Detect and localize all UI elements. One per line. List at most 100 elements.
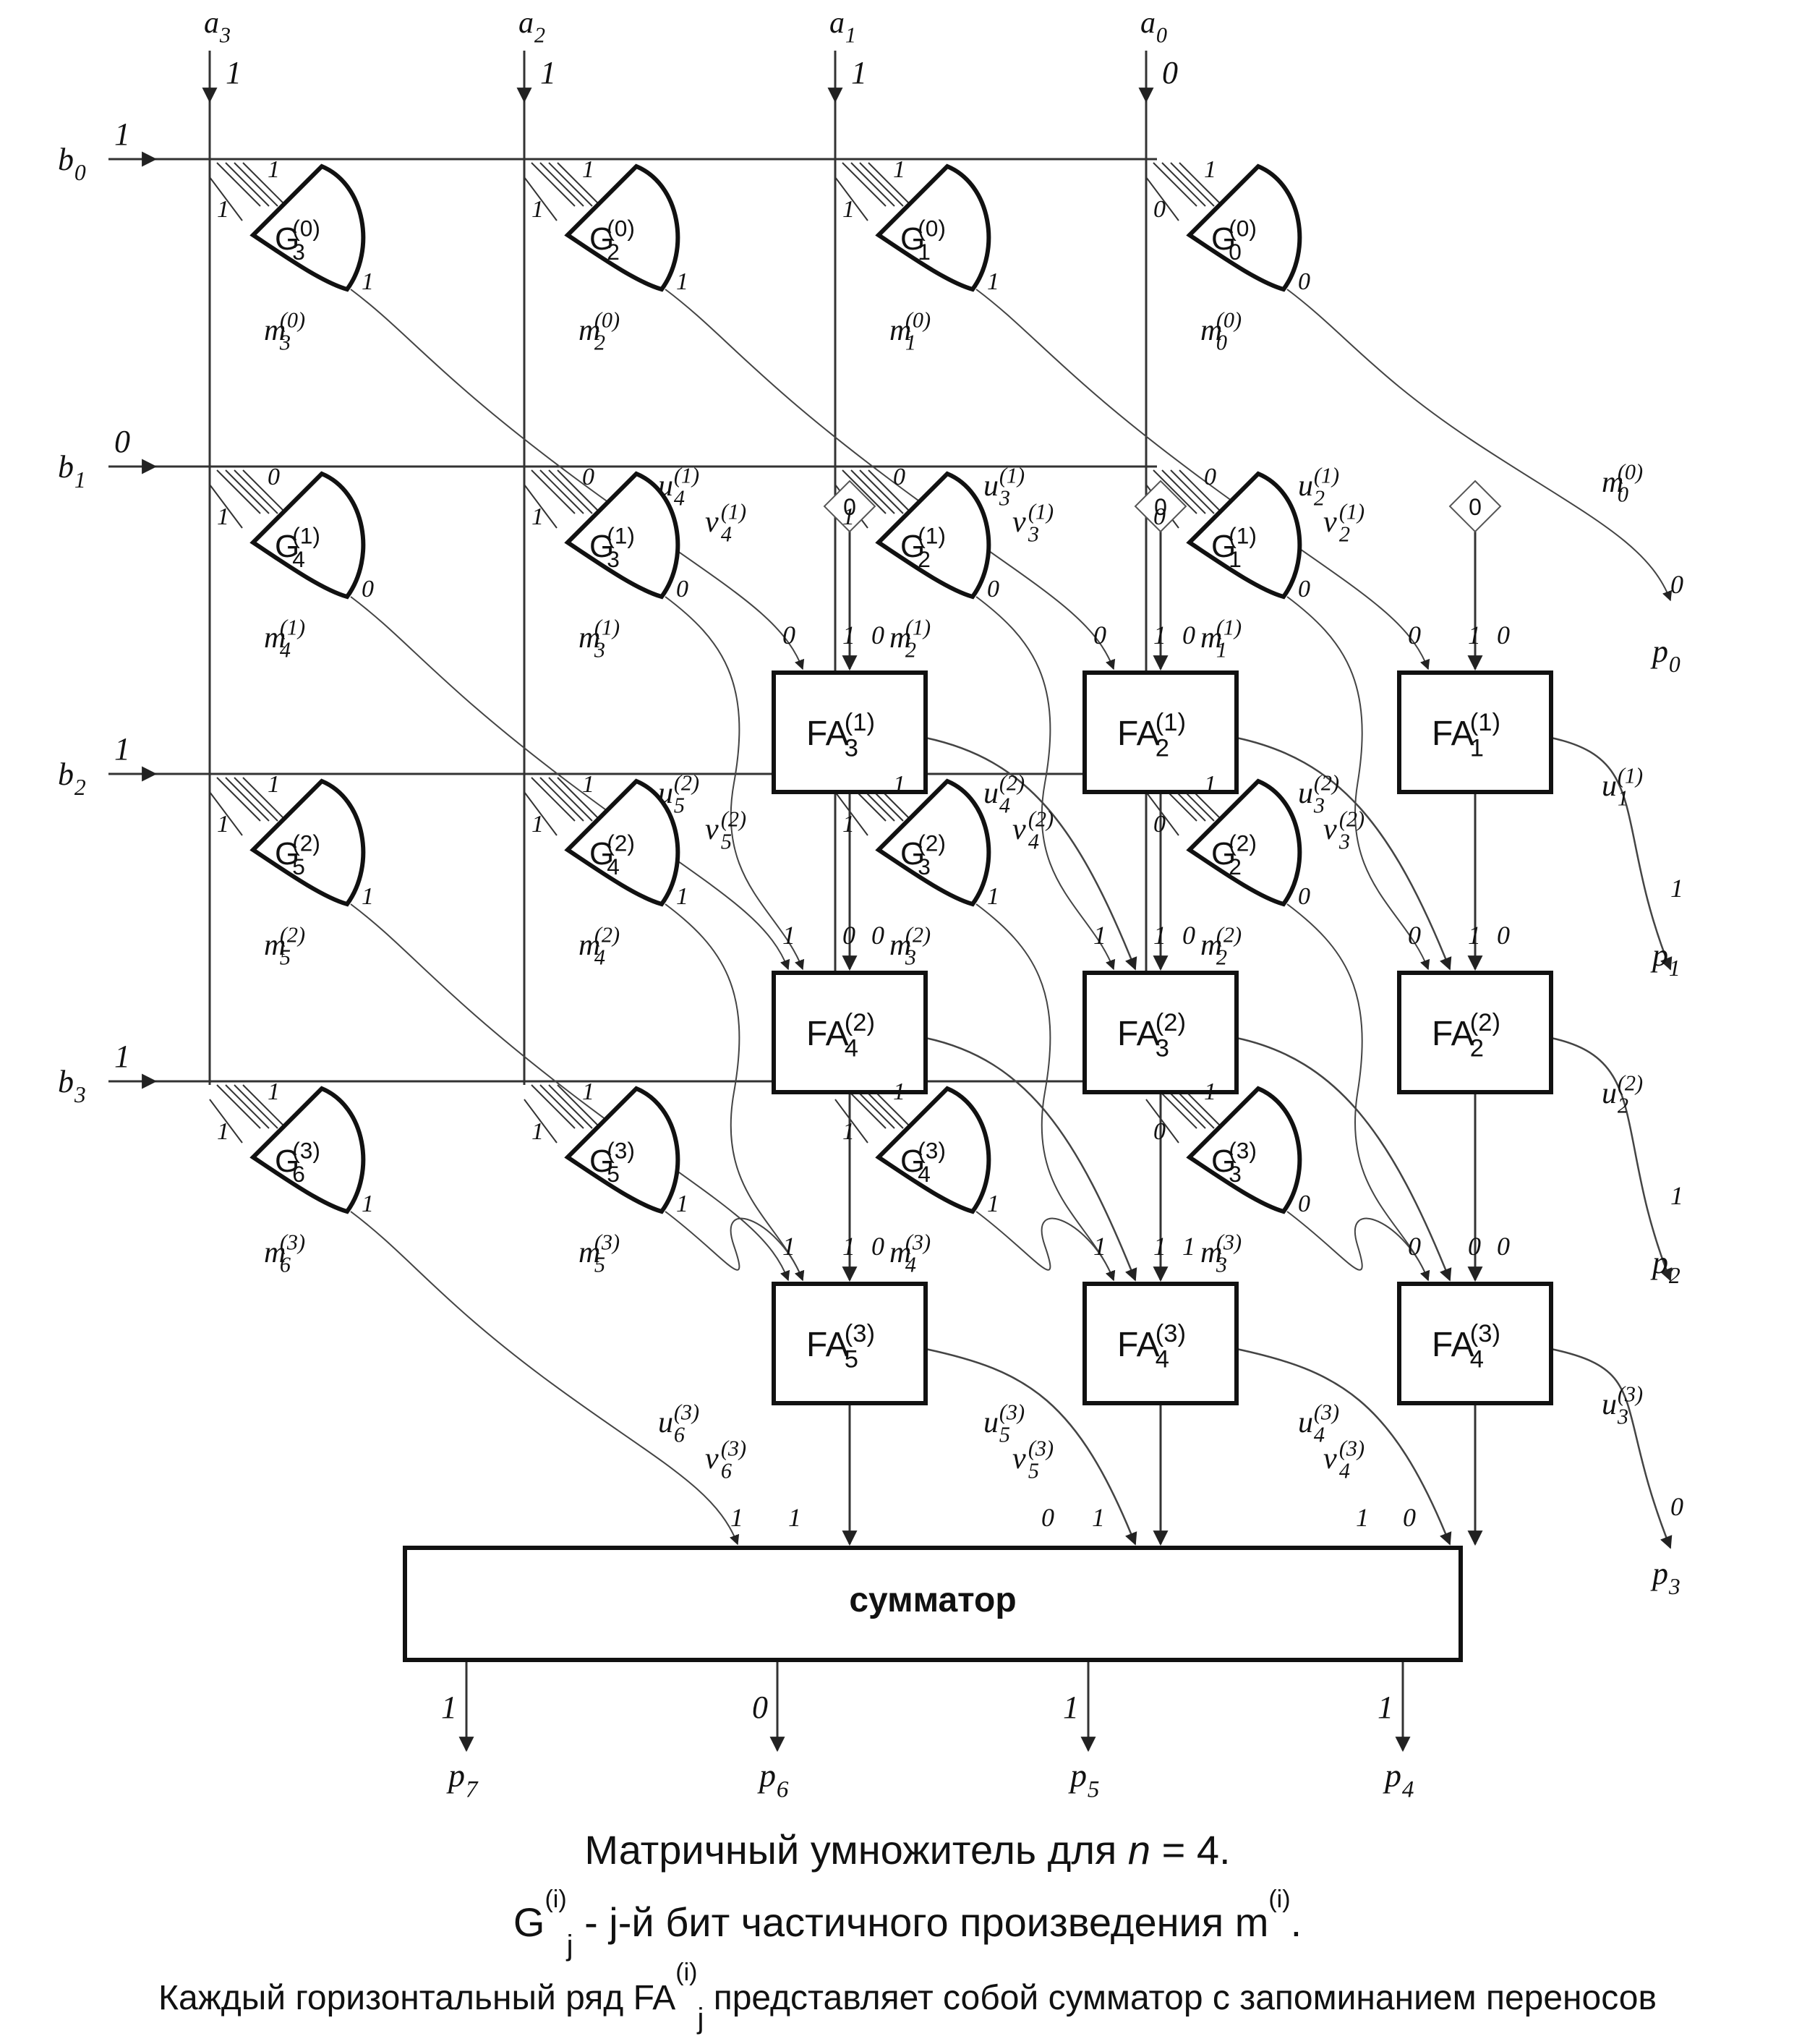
- fa-label-0-2-sub: 1: [1470, 734, 1484, 762]
- gate-out-2-2: 1: [987, 883, 999, 910]
- gate-label-2-0: G5(2): [275, 830, 320, 880]
- gate-m-2-1-sup: (2): [594, 922, 620, 947]
- gate-m-1-2-base: m: [889, 621, 911, 655]
- gate-label-2-1-base: G: [589, 836, 614, 872]
- gate-label-1-1-base: G: [589, 529, 614, 564]
- u-label-0-2-sub: 2: [1314, 485, 1325, 510]
- gate-input2-1-1: [524, 484, 558, 529]
- gate-label-2-1-sub: 4: [607, 853, 620, 880]
- gate-in2-3-3: 0: [1153, 1118, 1166, 1145]
- gate-out-wire-2-2: [975, 903, 1116, 1282]
- a-value-3: 0: [1162, 55, 1178, 90]
- gate-m-3-1-sup: (3): [594, 1230, 620, 1254]
- fa-in-top-1-0: 0: [871, 921, 884, 950]
- zero-source-0: [823, 480, 876, 533]
- gate-input2-3-1: [524, 1099, 558, 1144]
- a-label-0-base: a: [204, 7, 219, 40]
- gate-in2-0-1: 1: [531, 196, 544, 223]
- right-out-label-3-base: u: [1602, 1388, 1617, 1421]
- a-label-1-base: a: [518, 7, 534, 40]
- gate-input-2-1-2: [548, 777, 593, 822]
- u-label-2-0-sup: (3): [674, 1400, 699, 1424]
- gate-label-3-3: G3(3): [1211, 1138, 1257, 1188]
- gate-input-1-3-3: [1179, 469, 1223, 514]
- gate-input-1-0-1: [225, 469, 270, 514]
- v-label-0-2-sup: (1): [1339, 499, 1365, 524]
- fa-in-top-2-2: 0: [1497, 1232, 1510, 1261]
- bottom-out-bit-1: 0: [752, 1690, 768, 1725]
- gate-label-1-0-sup: (1): [292, 523, 320, 549]
- gate-out-wire-0-2: [975, 289, 1430, 670]
- fa-in-left-2-1: 1: [1093, 1232, 1106, 1261]
- fa-label-1-2: FA2(2): [1432, 1009, 1500, 1063]
- caption-line2-end: .: [1290, 1899, 1302, 1945]
- u-label-0-0-sub: 4: [674, 485, 685, 510]
- gate-input-1-3-0: [1153, 469, 1197, 514]
- gate-out-2-0: 1: [362, 883, 374, 910]
- gate-input-3-1-1: [539, 1084, 584, 1129]
- gate-label-1-0: G4(1): [275, 523, 320, 573]
- gate-label-2-0-base: G: [275, 836, 299, 872]
- gate-label-0-3: G0(0): [1211, 216, 1257, 265]
- gate-out-2-3: 0: [1298, 883, 1310, 910]
- caption-title: Матричный умножитель для n = 4.: [0, 1826, 1815, 1873]
- right-out-p-1-base: p: [1650, 937, 1668, 973]
- gate-input-0-2-2: [859, 162, 904, 207]
- fa-label-2-1-sup: (3): [1156, 1320, 1186, 1347]
- gate-out-1-2: 0: [987, 576, 999, 602]
- gate-input2-0-0: [209, 176, 243, 221]
- gate-m-1-1-base: m: [578, 621, 600, 655]
- gate-m-1-3: m1(1): [1200, 615, 1242, 662]
- gate-label-0-2-sup: (0): [918, 216, 946, 242]
- fa-in-left-2-0: 1: [782, 1232, 795, 1261]
- right-out-label-2-sup: (2): [1618, 1070, 1643, 1095]
- gate-m-0-1-sub: 2: [594, 330, 605, 354]
- gate-label-3-3-base: G: [1211, 1144, 1236, 1179]
- gate-m-0-3: m0(0): [1200, 307, 1242, 354]
- gate-input-1-0-2: [234, 469, 278, 514]
- gate-m-2-0: m5(2): [264, 922, 305, 969]
- gate-out-3-1: 1: [676, 1191, 688, 1217]
- gate-in2-3-2: 1: [842, 1118, 855, 1145]
- caption-title-var: n: [1127, 1827, 1151, 1873]
- v-label-1-2-sub: 3: [1338, 829, 1350, 853]
- caption-fa-sup: (i): [675, 1959, 698, 1986]
- fa-label-0-2-sup: (1): [1470, 709, 1500, 736]
- bottom-out-p-1-base: p: [757, 1757, 776, 1794]
- gate-0-2: [875, 163, 991, 292]
- gate-in1-2-0: 1: [268, 771, 280, 798]
- fa-label-0-0-sup: (1): [845, 709, 875, 736]
- fa-label-1-0-base: FA: [806, 1015, 849, 1053]
- v-label-1-1-sup: (2): [1028, 806, 1054, 831]
- gate-input-1-2-1: [850, 469, 895, 514]
- v-label-2-2-base: v: [1323, 1442, 1337, 1475]
- u-label-2-1-sub: 5: [999, 1422, 1010, 1447]
- right-out-label-0: m0(0): [1602, 459, 1643, 506]
- bottom-out-p-2-base: p: [1068, 1757, 1087, 1794]
- a-label-1-sub: 2: [534, 22, 545, 47]
- gate-input-2-0-1: [225, 777, 270, 822]
- a-label-3-sub: 0: [1156, 22, 1167, 47]
- gate-m-1-1-sup: (1): [594, 615, 620, 639]
- fa-in-top-1-1: 0: [1182, 921, 1195, 950]
- gate-m-0-2: m1(0): [889, 307, 931, 354]
- fa-in-mid-0-0: 1: [842, 621, 855, 650]
- u-label-1-0-sub: 5: [674, 793, 685, 817]
- gate-in1-1-1: 0: [582, 464, 594, 490]
- gate-input-0-1-3: [557, 162, 602, 207]
- gate-label-3-1-base: G: [589, 1144, 614, 1179]
- gate-label-2-2-base: G: [900, 836, 925, 872]
- bottom-out-p-3-sub: 4: [1402, 1776, 1414, 1803]
- right-out-label-0-base: m: [1602, 466, 1623, 499]
- gate-m-1-2-sup: (1): [905, 615, 931, 639]
- u-label-0-0-base: u: [658, 469, 673, 503]
- v-label-1-2-sup: (2): [1339, 806, 1365, 831]
